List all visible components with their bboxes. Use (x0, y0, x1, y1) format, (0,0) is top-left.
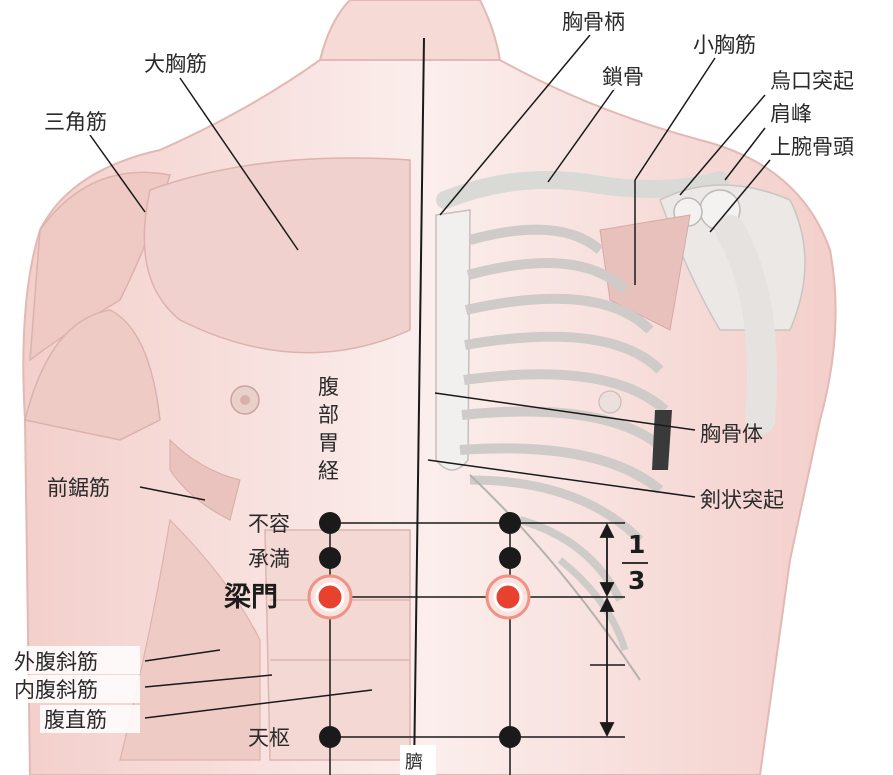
label-meridian-3: 胃 (318, 431, 339, 455)
label-sternum-body: 胸骨体 (700, 422, 763, 446)
fraction-denominator: 3 (628, 566, 645, 595)
label-meridian-2: 部 (318, 403, 339, 427)
label-pectoralis-minor: 小胸筋 (693, 33, 756, 57)
label-point-burong: 不容 (248, 512, 290, 536)
label-external-oblique: 外腹斜筋 (14, 650, 98, 674)
label-xiphoid: 剣状突起 (700, 488, 784, 512)
point-liangmen-right[interactable] (495, 584, 521, 610)
point-tianshu-left[interactable] (319, 726, 341, 748)
label-meridian-4: 経 (318, 459, 339, 483)
label-pectoralis-major: 大胸筋 (144, 52, 207, 76)
point-liangmen-left[interactable] (317, 584, 343, 610)
point-burong-right[interactable] (499, 512, 521, 534)
torso-silhouette (23, 0, 835, 775)
label-deltoid: 三角筋 (44, 110, 107, 134)
point-chengman-left[interactable] (319, 547, 341, 569)
point-chengman-right[interactable] (499, 547, 521, 569)
label-acromion: 肩峰 (770, 102, 812, 126)
label-point-tianshu: 天枢 (248, 726, 290, 750)
label-navel: 臍 (405, 752, 423, 773)
point-tianshu-right[interactable] (499, 726, 521, 748)
label-serratus: 前鋸筋 (47, 476, 110, 500)
label-clavicle: 鎖骨 (602, 65, 644, 89)
label-point-liangmen: 梁門 (224, 582, 278, 613)
label-internal-oblique: 内腹斜筋 (14, 678, 98, 702)
label-coracoid: 烏口突起 (770, 69, 854, 93)
label-meridian-1: 腹 (318, 375, 339, 399)
fraction-numerator: 1 (628, 530, 645, 559)
label-point-chengman: 承満 (248, 547, 290, 571)
point-burong-left[interactable] (319, 512, 341, 534)
label-humerus-head: 上腕骨頭 (770, 135, 854, 159)
label-sternum-handle: 胸骨柄 (562, 10, 625, 34)
label-rectus: 腹直筋 (44, 708, 107, 732)
